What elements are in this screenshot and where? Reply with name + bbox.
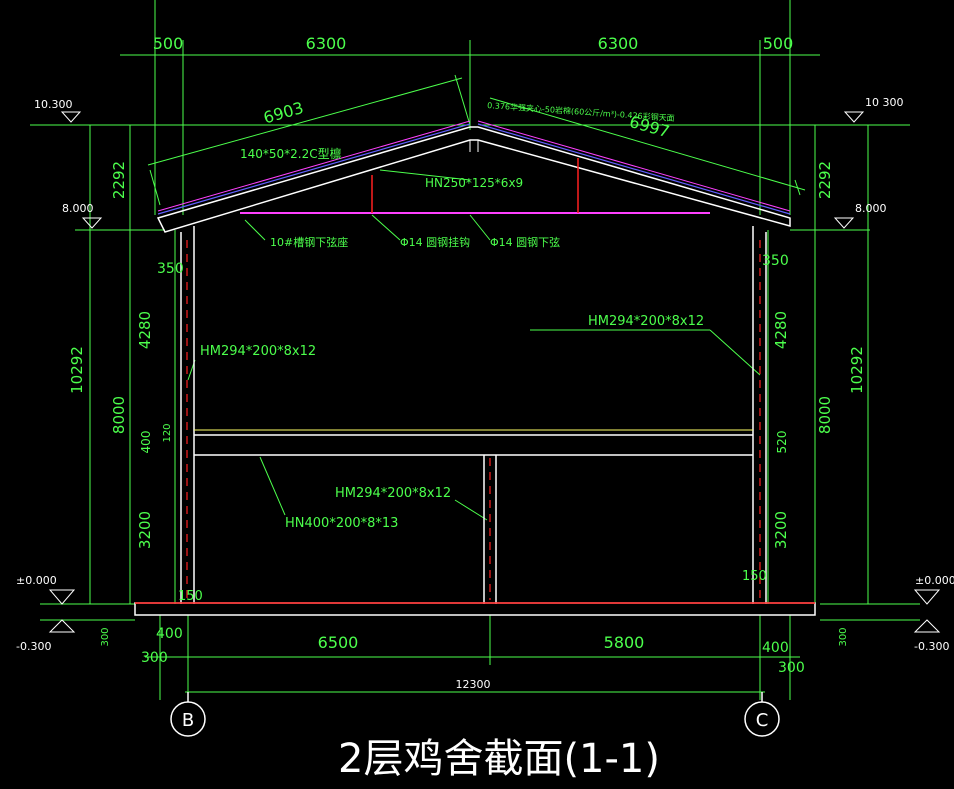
dim-left-roof: 2292	[110, 161, 128, 199]
dim-right-total: 10292	[848, 346, 866, 394]
dim-bottom-total: 12300	[456, 678, 491, 691]
column-centerlines	[186, 240, 761, 600]
elev-ground-left: ±0.000	[16, 574, 57, 587]
dim-right-300: 300	[838, 627, 849, 646]
elev-roof-right: 10 300	[865, 96, 904, 109]
dim-left-150: 150	[178, 589, 203, 604]
dim-right-520: 520	[775, 431, 789, 454]
roof	[156, 120, 791, 233]
label-mid-col: HM294*200*8x12	[335, 486, 451, 501]
dim-right-upper: 4280	[772, 311, 790, 349]
elev-eave-left: 8.000	[62, 202, 94, 215]
elev-eave-right: 8.000	[855, 202, 887, 215]
dim-bottom-left300: 300	[141, 650, 168, 666]
dim-top-4: 500	[763, 34, 794, 53]
dim-right-roof: 2292	[816, 161, 834, 199]
dim-top-2: 6300	[306, 34, 347, 53]
dim-left-400: 400	[139, 431, 153, 454]
dim-bottom-span2: 5800	[604, 633, 645, 652]
columns	[180, 226, 767, 604]
dim-right-150: 150	[742, 569, 767, 584]
dim-top-1: 500	[153, 34, 184, 53]
drawing-title: 2层鸡舍截面(1-1)	[338, 736, 660, 782]
axis-label-b: B	[182, 710, 194, 731]
floor-beam	[194, 429, 753, 456]
label-hook: Φ14 圆钢挂钩	[400, 235, 470, 249]
top-dimension-lines	[30, 0, 920, 700]
label-tie: Φ14 圆钢下弦	[490, 235, 560, 249]
elev-roof-left: 10.300	[34, 98, 73, 111]
dim-right-floor: 8000	[816, 396, 834, 434]
dim-left-lower: 3200	[136, 511, 154, 549]
dim-left-350: 350	[157, 261, 184, 277]
dim-top-3: 6300	[598, 34, 639, 53]
dim-left-300: 300	[100, 627, 111, 646]
label-beam: HN400*200*8*13	[285, 516, 398, 531]
label-col-right: HM294*200*8x12	[588, 314, 704, 329]
roof-note: 0.376华强夹心-50岩棉(60公斤/m³)-0.426彩钢天面	[487, 100, 675, 123]
dim-left-upper: 4280	[136, 311, 154, 349]
dim-left-total: 10292	[68, 346, 86, 394]
dim-bottom-left400: 400	[156, 626, 183, 642]
elev-below-right: -0.300	[914, 640, 949, 653]
label-col-left: HM294*200*8x12	[200, 344, 316, 359]
elev-below-left: -0.300	[16, 640, 51, 653]
label-channel: 10#槽钢下弦座	[270, 235, 348, 249]
elev-ground-right: ±0.000	[915, 574, 954, 587]
dim-bottom-right400: 400	[762, 640, 789, 656]
dim-right-350: 350	[762, 253, 789, 269]
axis-circles	[170, 692, 780, 737]
dim-left-120: 120	[162, 423, 173, 442]
dim-bottom-right300: 300	[778, 660, 805, 676]
elevation-markers	[48, 111, 941, 633]
label-rafter: HN250*125*6x9	[425, 176, 523, 190]
dim-left-floor: 8000	[110, 396, 128, 434]
ground-slab	[134, 602, 816, 616]
label-purlin: 140*50*2.2C型檩	[240, 146, 342, 161]
dim-right-lower: 3200	[772, 511, 790, 549]
axis-label-c: C	[756, 710, 769, 731]
dim-bottom-span1: 6500	[318, 633, 359, 652]
